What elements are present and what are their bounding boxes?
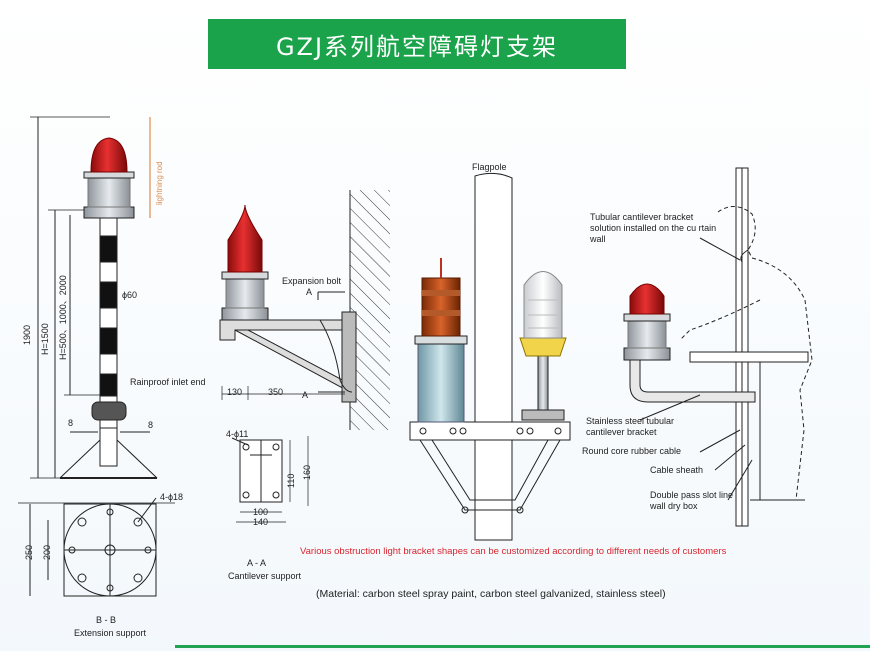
diameter-60-label: ϕ60 — [122, 290, 138, 300]
dim-8-left-label: 8 — [68, 418, 74, 428]
dim-350-label: 350 — [268, 387, 284, 397]
dim-100-label: 100 — [253, 507, 269, 517]
cantilever-support-drawing — [219, 190, 390, 523]
section-a-top-label: A — [306, 287, 313, 297]
holes-18-label: 4-ϕ18 — [160, 492, 184, 502]
dim-160-label: 160 — [302, 464, 312, 480]
customize-note: Various obstruction light bracket shapes… — [300, 546, 727, 557]
dim-200-label: 200 — [42, 544, 52, 560]
material-note: (Material: carbon steel spray paint, car… — [316, 588, 666, 600]
cantilever-support-label: Cantilever support — [228, 571, 302, 581]
dim-110-label: 110 — [286, 473, 296, 488]
section-bb-label: B - B — [96, 615, 117, 625]
section-a-bottom-label: A — [302, 390, 309, 400]
holes-11-label: 4-ϕ11 — [226, 429, 249, 439]
bottom-rule — [175, 645, 870, 648]
height-total-label: 1900 — [22, 324, 32, 345]
stainless-bracket-label: Stainless steel tubular cantilever brack… — [586, 416, 675, 437]
lightning-rod-label: lightning rod — [155, 161, 164, 205]
page-title: GZJ系列航空障碍灯支架 — [208, 19, 626, 69]
flagpole-drawing — [409, 172, 571, 541]
curtain-wall-drawing — [623, 167, 813, 527]
dim-250-label: 250 — [24, 544, 34, 560]
tubular-solution-label: Tubular cantilever bracket solution inst… — [590, 212, 717, 244]
section-aa-label: A - A — [247, 558, 267, 568]
dim-8-right-label: 8 — [148, 420, 154, 430]
round-core-cable-label: Round core rubber cable — [582, 446, 682, 456]
pole-support-drawing — [18, 116, 175, 597]
rainproof-inlet-label: Rainproof inlet end — [130, 377, 206, 387]
extension-support-label: Extension support — [74, 628, 147, 638]
expansion-bolt-label: Expansion bolt — [282, 276, 342, 286]
height-options-label: H=500、1000、2000 — [58, 275, 68, 360]
double-pass-label: Double pass slot line wall dry box — [650, 490, 734, 511]
flagpole-label: Flagpole — [472, 162, 507, 172]
dim-130-label: 130 — [227, 387, 243, 397]
dim-140-label: 140 — [253, 517, 269, 527]
cable-sheath-label: Cable sheath — [650, 465, 704, 475]
height-h-label: H=1500 — [40, 323, 50, 355]
